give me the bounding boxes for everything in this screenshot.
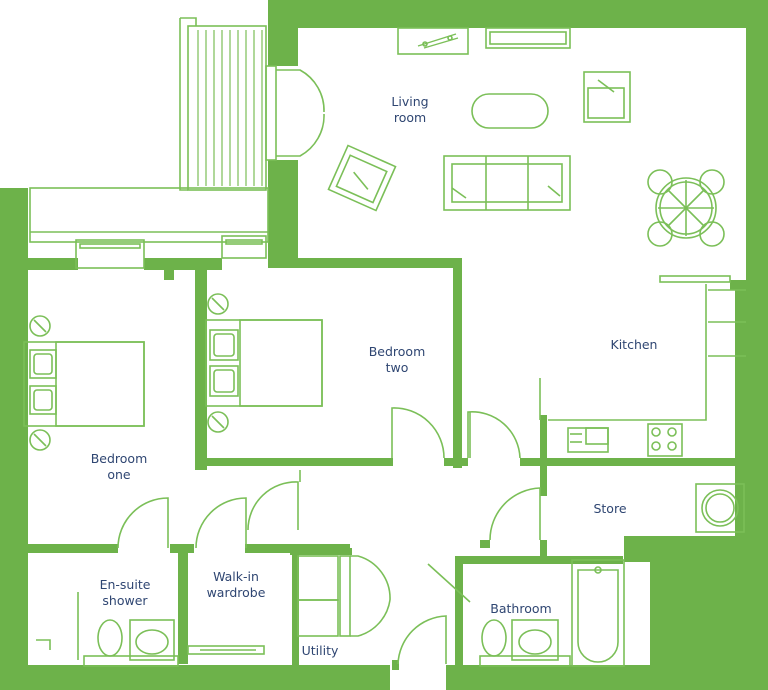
label-bathroom: Bathroom bbox=[484, 601, 558, 617]
label-kitchen: Kitchen bbox=[604, 337, 664, 353]
label-living-room: Living room bbox=[380, 94, 440, 126]
fixtures bbox=[23, 17, 746, 667]
living-room-line2: room bbox=[393, 110, 427, 125]
label-bedroom-one: Bedroom one bbox=[84, 451, 154, 483]
bathroom-text: Bathroom bbox=[490, 601, 552, 616]
label-ensuite: En-suite shower bbox=[90, 577, 160, 609]
bedroom-two-line1: Bedroom bbox=[368, 344, 426, 359]
ensuite-line2: shower bbox=[102, 593, 148, 608]
ensuite-line1: En-suite bbox=[99, 577, 151, 592]
walkin-line2: wardrobe bbox=[206, 585, 266, 600]
bedroom-two-line2: two bbox=[385, 360, 409, 375]
bedroom-one-line1: Bedroom bbox=[90, 451, 148, 466]
label-bedroom-two: Bedroom two bbox=[362, 344, 432, 376]
label-store: Store bbox=[585, 501, 635, 517]
living-room-line1: Living bbox=[391, 94, 429, 109]
label-utility: Utility bbox=[298, 643, 342, 659]
walkin-line1: Walk-in bbox=[213, 569, 259, 584]
utility-text: Utility bbox=[301, 643, 339, 658]
bedroom-one-line2: one bbox=[107, 467, 131, 482]
store-text: Store bbox=[593, 501, 627, 516]
kitchen-text: Kitchen bbox=[610, 337, 658, 352]
label-walkin: Walk-in wardrobe bbox=[198, 569, 274, 601]
